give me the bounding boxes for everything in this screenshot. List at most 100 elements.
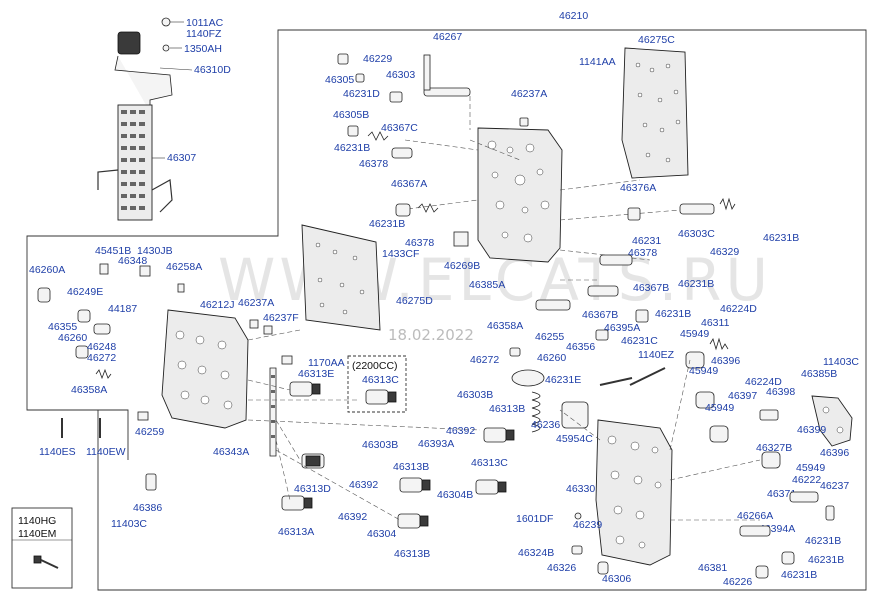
label-46356: 46356: [566, 341, 595, 353]
separator-plate-46275C: [621, 47, 689, 179]
label-46226: 46226: [723, 576, 752, 588]
label-46313D: 46313D: [294, 483, 331, 495]
solenoid-46313D: [301, 453, 325, 469]
label-46376A: 46376A: [620, 182, 656, 194]
label-46367B-a: 46367B: [633, 282, 669, 294]
label-46258A: 46258A: [166, 261, 202, 273]
label-46260A: 46260A: [29, 264, 65, 276]
label-46329: 46329: [710, 246, 739, 258]
label-46348: 46348: [118, 255, 147, 267]
label-1430JB: 1430JB: [137, 245, 173, 257]
label-46255: 46255: [535, 331, 564, 343]
label-46386: 46386: [133, 502, 162, 514]
label-46272-b: 46272: [87, 352, 116, 364]
solenoid-46313E: [289, 381, 321, 397]
label-46267: 46267: [433, 31, 462, 43]
label-46385B: 46385B: [801, 368, 837, 380]
plug-45949-d: [761, 451, 781, 469]
solenoid-46313A: [281, 495, 313, 511]
plug-46249E: [77, 309, 91, 323]
label-46313E: 46313E: [298, 368, 334, 380]
label-46303: 46303: [386, 69, 415, 81]
label-45949-d: 45949: [796, 462, 825, 474]
separator-plate-46275D: [301, 224, 381, 331]
legend-line2: 1140EM: [18, 528, 56, 540]
label-1601DF: 1601DF: [516, 513, 553, 525]
label-46236: 46236: [531, 419, 560, 431]
label-46272-a: 46272: [470, 354, 499, 366]
label-46367A: 46367A: [391, 178, 427, 190]
label-1350AH: 1350AH: [184, 43, 222, 55]
sub-outline: [27, 409, 129, 460]
label-46260-a: 46260: [537, 352, 566, 364]
label-46311: 46311: [701, 317, 730, 329]
label-46305: 46305: [325, 74, 354, 86]
label-46378-a: 46378: [359, 158, 388, 170]
plug-46260A: [37, 287, 51, 303]
label-46306: 46306: [602, 573, 631, 585]
label-46385A: 46385A: [469, 279, 505, 291]
solenoid-46313B-b: [399, 477, 431, 493]
label-46395A: 46395A: [604, 322, 640, 334]
label-46231B-g: 46231B: [808, 554, 844, 566]
bolt-icon: [33, 555, 59, 569]
label-11403C-a: 11403C: [823, 356, 859, 368]
part-labels: 46210 1011AC 1140FZ 1350AH 46310D 46307 …: [29, 10, 859, 588]
valve-body-upper: [477, 127, 563, 263]
label-46324B: 46324B: [518, 547, 554, 559]
label-46392-c: 46392: [338, 511, 367, 523]
label-46392-a: 46392: [446, 425, 475, 437]
label-46266A: 46266A: [737, 510, 773, 522]
label-46304B: 46304B: [437, 489, 473, 501]
plug-45949-b: [695, 391, 715, 409]
label-46397: 46397: [728, 390, 757, 402]
plug-46248: [93, 323, 111, 335]
label-46231D: 46231D: [343, 88, 380, 100]
label-11403C-b: 11403C: [111, 518, 147, 530]
label-46398: 46398: [766, 386, 795, 398]
label-46231B-c: 46231B: [763, 232, 799, 244]
label-46269B: 46269B: [444, 260, 480, 272]
label-46393A: 46393A: [418, 438, 454, 450]
spring-46311: [709, 337, 729, 351]
spool-46267: [423, 54, 471, 97]
label-46237A-top: 46237A: [511, 88, 547, 100]
label-1140ES: 1140ES: [39, 446, 76, 458]
watermark-date: 18.02.2022: [388, 326, 474, 344]
label-46249E: 46249E: [67, 286, 103, 298]
label-46305B: 46305B: [333, 109, 369, 121]
label-45949-c: 45949: [705, 402, 734, 414]
label-46259: 46259: [135, 426, 164, 438]
label-46210: 46210: [559, 10, 588, 22]
label-1140EZ: 1140EZ: [638, 349, 675, 361]
label-46237A-mid: 46237A: [238, 297, 274, 309]
label-46327B: 46327B: [756, 442, 792, 454]
spool-46303C: [679, 203, 715, 215]
sensor-46386: [145, 473, 157, 491]
label-46248: 46248: [87, 341, 116, 353]
label-1141AA: 1141AA: [579, 56, 616, 68]
label-46396-b: 46396: [820, 447, 849, 459]
spring-46378-a: [367, 131, 389, 141]
spring-46329: [719, 197, 736, 211]
spring-46358A: [95, 368, 112, 380]
label-46313B-a: 46313B: [489, 403, 525, 415]
label-1140EW: 1140EW: [86, 446, 126, 458]
label-46381: 46381: [698, 562, 727, 574]
label-46358A-a: 46358A: [487, 320, 523, 332]
valve-body-lower: [595, 419, 673, 566]
plug-45949-c: [709, 425, 729, 443]
label-46231B-b: 46231B: [369, 218, 405, 230]
label-46313B-b: 46313B: [393, 461, 429, 473]
label-46399: 46399: [797, 424, 826, 436]
label-46307: 46307: [167, 152, 196, 164]
plug-46260-b: [75, 345, 89, 359]
label-1170AA: 1170AA: [308, 357, 345, 369]
label-46229: 46229: [363, 53, 392, 65]
label-45949-b: 45949: [689, 365, 718, 377]
label-45451B: 45451B: [95, 245, 131, 257]
label-46231B-e: 46231B: [655, 308, 691, 320]
label-46231B-a: 46231B: [334, 142, 370, 154]
spring-46236: [531, 391, 541, 433]
